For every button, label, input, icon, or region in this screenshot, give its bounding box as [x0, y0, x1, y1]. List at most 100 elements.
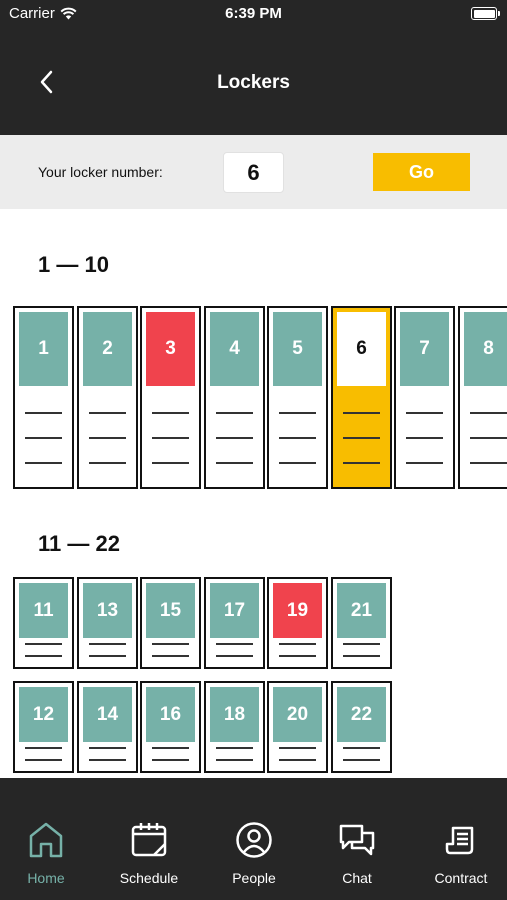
- locker-6[interactable]: 6: [331, 306, 392, 489]
- status-bar: Carrier 6:39 PM: [0, 0, 507, 28]
- locker-number: 6: [337, 312, 386, 386]
- locker-number: 18: [210, 687, 259, 742]
- locker-slot-line: [25, 759, 62, 761]
- locker-slot-line: [216, 437, 253, 439]
- locker-number: 7: [400, 312, 449, 386]
- locker-slot-line: [279, 747, 316, 749]
- locker-slot-line: [279, 655, 316, 657]
- chevron-left-icon: [40, 70, 53, 94]
- locker-slot-line: [152, 412, 189, 414]
- locker-5[interactable]: 5: [267, 306, 328, 489]
- locker-17[interactable]: 17: [204, 577, 265, 669]
- home-icon: [29, 822, 63, 858]
- locker-number: 13: [83, 583, 132, 638]
- locker-number: 22: [337, 687, 386, 742]
- locker-number: 11: [19, 583, 68, 638]
- locker-slot-line: [216, 462, 253, 464]
- tab-label: People: [232, 870, 276, 886]
- locker-slot-line: [25, 643, 62, 645]
- locker-slot-line: [152, 655, 189, 657]
- locker-11[interactable]: 11: [13, 577, 74, 669]
- locker-slot-line: [279, 462, 316, 464]
- locker-16[interactable]: 16: [140, 681, 201, 773]
- tab-label: Contract: [434, 870, 488, 886]
- tab-schedule[interactable]: Schedule: [103, 778, 195, 900]
- back-button[interactable]: [32, 64, 60, 100]
- locker-slot-line: [470, 437, 507, 439]
- locker-number: 20: [273, 687, 322, 742]
- locker-slot-line: [470, 412, 507, 414]
- calendar-icon: [131, 823, 167, 857]
- battery-icon: [471, 7, 500, 20]
- tab-bar: Home Schedule People: [0, 778, 507, 900]
- locker-3[interactable]: 3: [140, 306, 201, 489]
- go-button[interactable]: Go: [373, 153, 470, 191]
- section-title: 11 — 22: [38, 531, 120, 556]
- locker-slot-line: [406, 437, 443, 439]
- tab-people[interactable]: People: [208, 778, 300, 900]
- locker-slot-line: [216, 759, 253, 761]
- locker-20[interactable]: 20: [267, 681, 328, 773]
- section-title: 1 — 10: [38, 252, 109, 277]
- locker-14[interactable]: 14: [77, 681, 138, 773]
- locker-number: 8: [464, 312, 507, 386]
- locker-slot-line: [470, 462, 507, 464]
- locker-slot-line: [89, 747, 126, 749]
- locker-slot-line: [343, 655, 380, 657]
- tab-contract[interactable]: Contract: [415, 778, 507, 900]
- locker-slot-line: [25, 437, 62, 439]
- locker-1[interactable]: 1: [13, 306, 74, 489]
- locker-4[interactable]: 4: [204, 306, 265, 489]
- locker-8[interactable]: 8: [458, 306, 507, 489]
- locker-slot-line: [406, 412, 443, 414]
- locker-slot-line: [25, 655, 62, 657]
- locker-12[interactable]: 12: [13, 681, 74, 773]
- locker-number: 4: [210, 312, 259, 386]
- locker-number-label: Your locker number:: [38, 164, 163, 180]
- carrier-info: Carrier: [9, 5, 77, 22]
- locker-22[interactable]: 22: [331, 681, 392, 773]
- page-title: Lockers: [217, 72, 290, 93]
- locker-7[interactable]: 7: [394, 306, 455, 489]
- locker-2[interactable]: 2: [77, 306, 138, 489]
- locker-13[interactable]: 13: [77, 577, 138, 669]
- tab-chat[interactable]: Chat: [311, 778, 403, 900]
- locker-number: 15: [146, 583, 195, 638]
- locker-slot-line: [216, 643, 253, 645]
- locker-slot-line: [152, 759, 189, 761]
- locker-slot-line: [343, 412, 380, 414]
- locker-15[interactable]: 15: [140, 577, 201, 669]
- status-time: 6:39 PM: [225, 5, 282, 22]
- locker-number-field[interactable]: 6: [223, 152, 284, 193]
- wifi-icon: [60, 7, 77, 20]
- locker-slot-line: [25, 462, 62, 464]
- chat-icon: [339, 824, 375, 856]
- locker-slot-line: [25, 412, 62, 414]
- locker-slot-line: [216, 655, 253, 657]
- locker-number: 12: [19, 687, 68, 742]
- locker-number: 5: [273, 312, 322, 386]
- locker-slot-line: [89, 759, 126, 761]
- locker-slot-line: [279, 412, 316, 414]
- locker-18[interactable]: 18: [204, 681, 265, 773]
- locker-slot-line: [343, 462, 380, 464]
- locker-number: 19: [273, 583, 322, 638]
- locker-number: 16: [146, 687, 195, 742]
- locker-slot-line: [279, 643, 316, 645]
- locker-slot-line: [216, 412, 253, 414]
- locker-slot-line: [343, 747, 380, 749]
- locker-number: 21: [337, 583, 386, 638]
- tab-home[interactable]: Home: [0, 778, 92, 900]
- locker-slot-line: [152, 437, 189, 439]
- carrier-label: Carrier: [9, 5, 55, 22]
- locker-slot-line: [216, 747, 253, 749]
- person-icon: [236, 822, 272, 858]
- locker-slot-line: [89, 462, 126, 464]
- contract-icon: [445, 826, 474, 855]
- locker-19[interactable]: 19: [267, 577, 328, 669]
- locker-input-bar: Your locker number: 6 Go: [0, 135, 507, 209]
- locker-slot-line: [343, 437, 380, 439]
- locker-21[interactable]: 21: [331, 577, 392, 669]
- locker-slot-line: [89, 643, 126, 645]
- locker-slot-line: [406, 462, 443, 464]
